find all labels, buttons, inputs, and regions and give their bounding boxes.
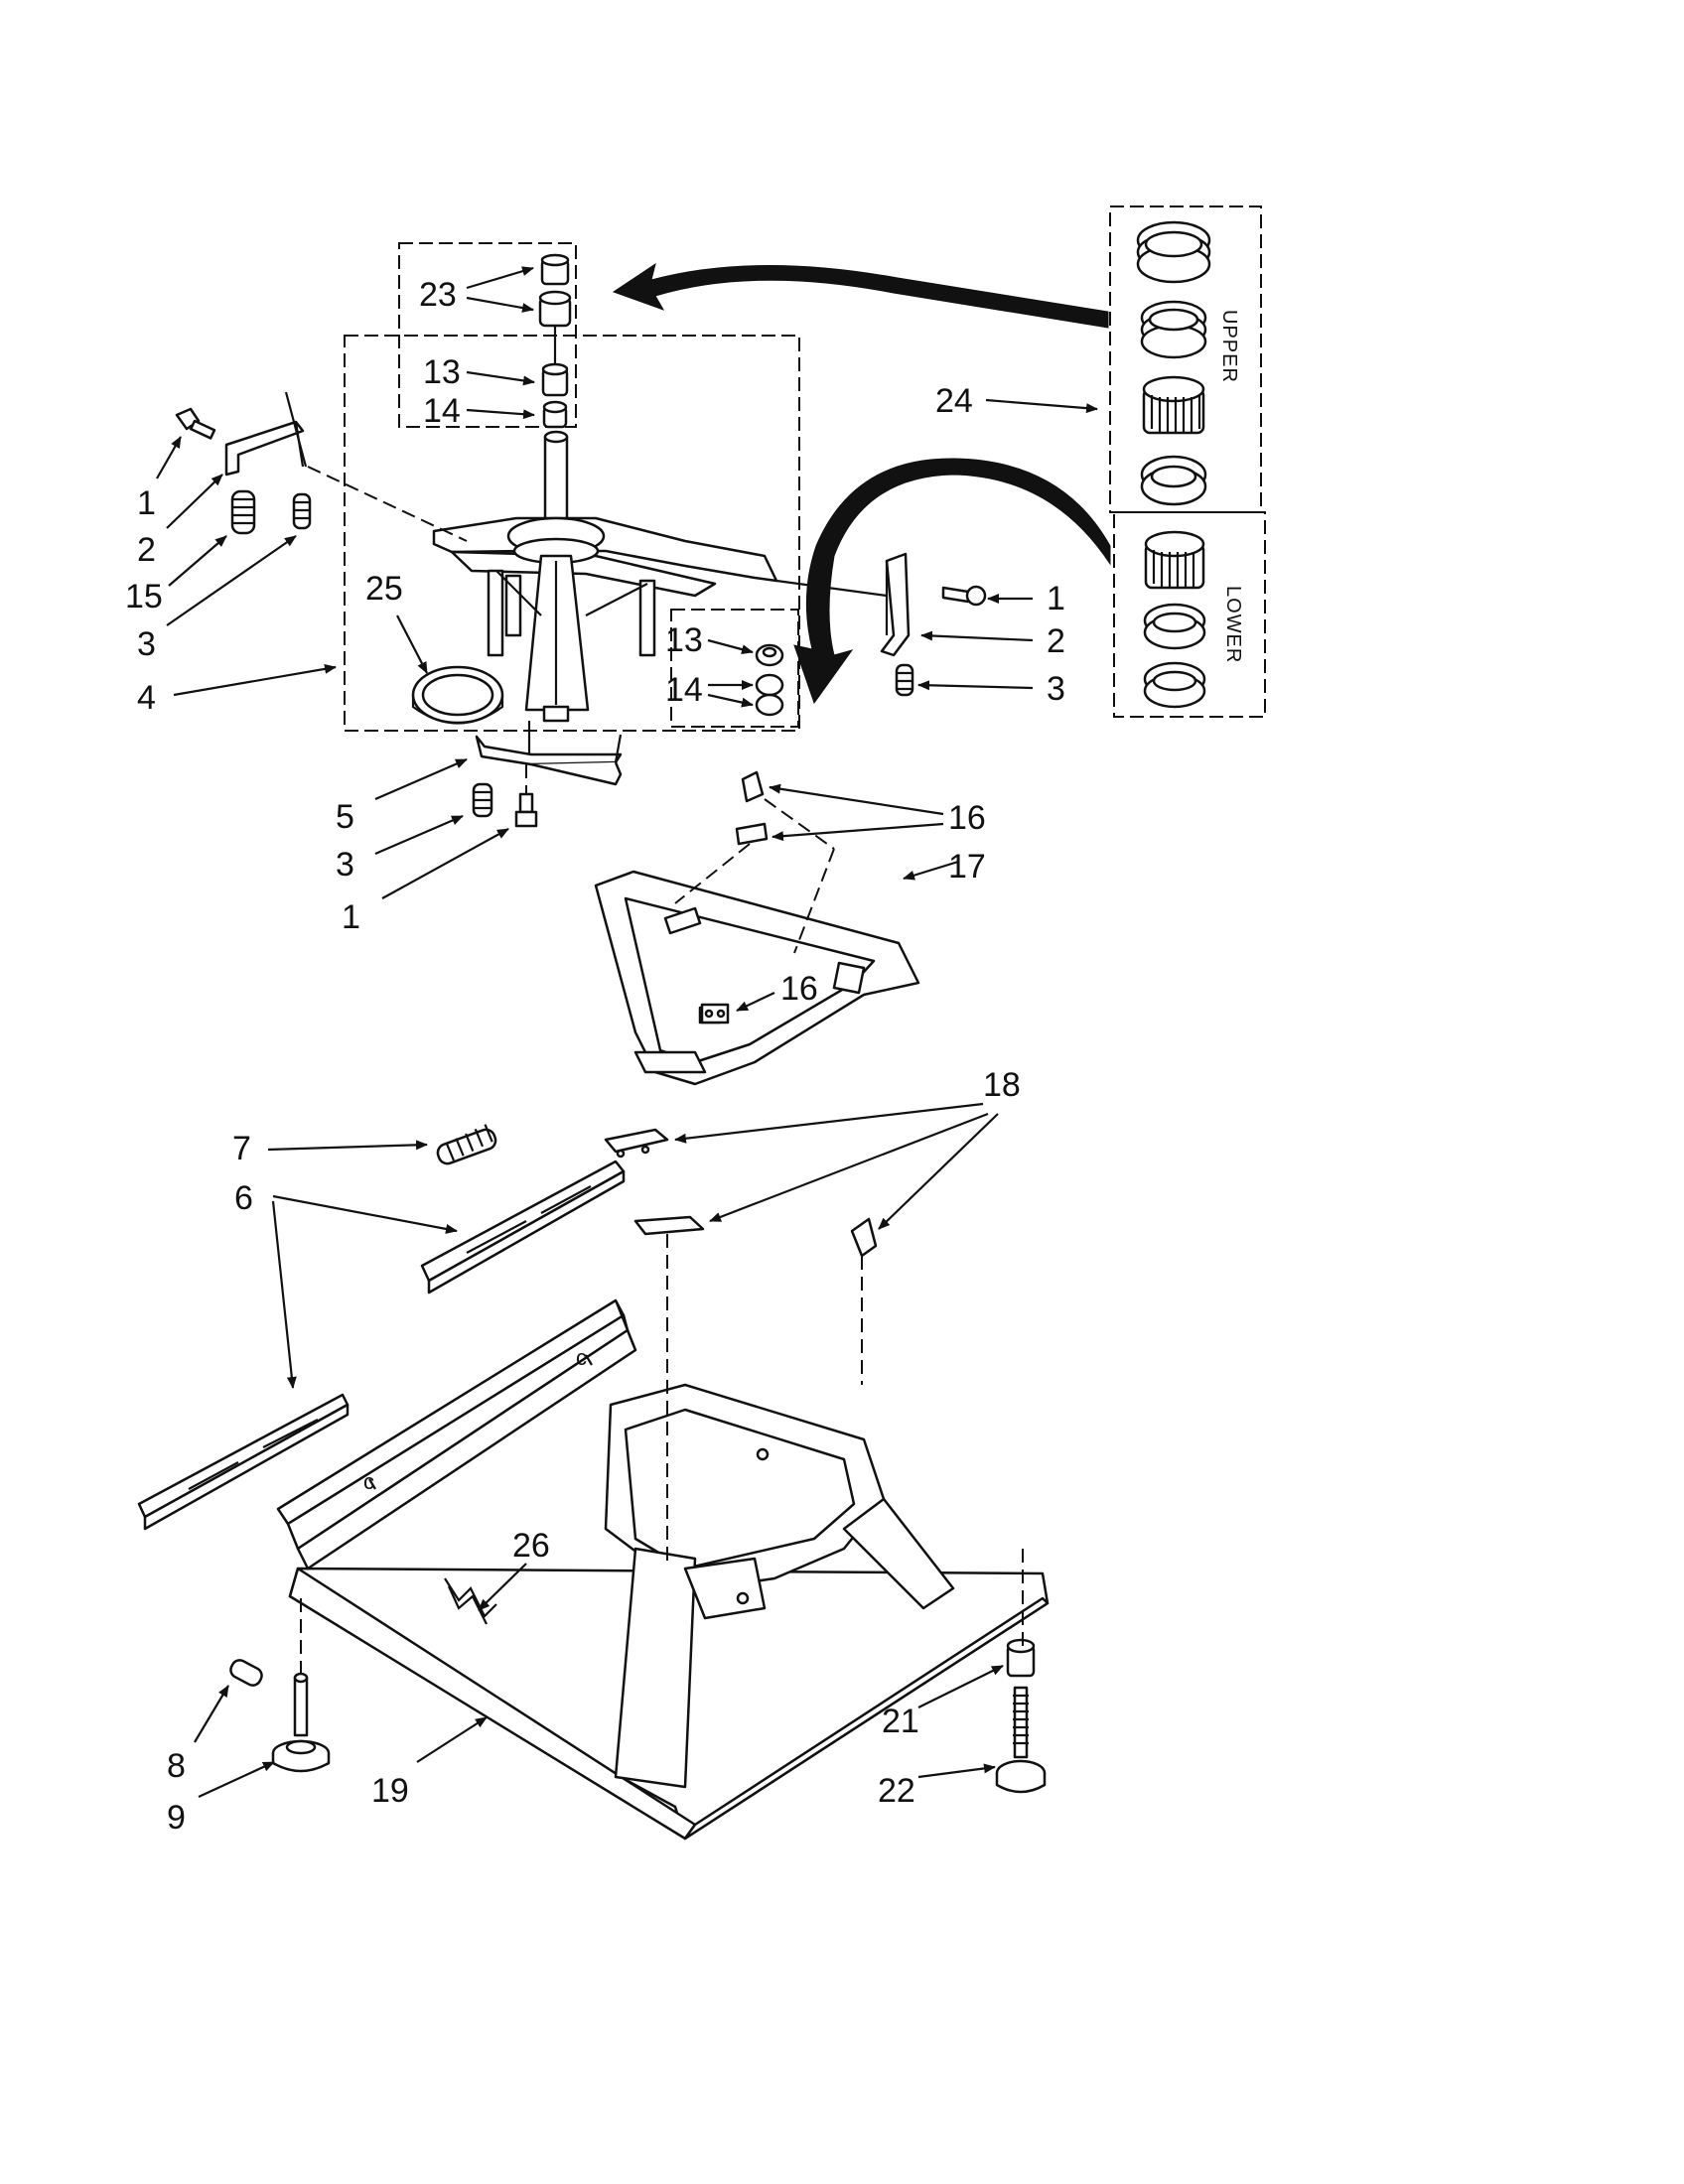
kit-box-lower — [1113, 511, 1266, 718]
callout-3-bottom: 3 — [336, 846, 354, 884]
kit-upper-ring-1 — [1136, 220, 1211, 284]
callout-23: 23 — [419, 276, 457, 314]
callout-2-right: 2 — [1047, 622, 1065, 660]
bushing-21 — [1006, 1638, 1036, 1678]
lower-bushing-detail-box — [670, 609, 799, 728]
callout-15: 15 — [125, 578, 163, 615]
callout-9: 9 — [167, 1799, 186, 1837]
kit-upper-washer — [1140, 455, 1207, 506]
callout-8: 8 — [167, 1747, 186, 1785]
lower-kit-arrow — [793, 458, 1111, 705]
callout-4: 4 — [137, 679, 156, 717]
callout-22: 22 — [878, 1772, 915, 1810]
spring-15 — [230, 489, 256, 535]
kit-lower-label: LOWER — [1222, 586, 1244, 663]
bolt-1-right — [941, 585, 987, 607]
callout-18: 18 — [983, 1066, 1021, 1104]
pad-18-right — [850, 1217, 878, 1258]
callout-26: 26 — [512, 1527, 550, 1565]
leader-lines — [156, 266, 1098, 1798]
leg-9 — [271, 1672, 331, 1773]
callout-3-right: 3 — [1047, 670, 1065, 708]
bushing-23-top — [540, 253, 570, 286]
kit-upper-gear — [1142, 375, 1205, 435]
callout-1-bottom: 1 — [342, 898, 360, 936]
bracket-5 — [475, 734, 623, 786]
clip-16-mid — [735, 822, 769, 846]
callout-5: 5 — [336, 798, 354, 836]
callout-17: 17 — [948, 848, 986, 886]
bushing-13-upper — [541, 362, 569, 397]
clip-16-bottom — [700, 1003, 730, 1024]
kit-lower-washer-1 — [1143, 603, 1206, 650]
callout-13-lower: 13 — [665, 621, 703, 659]
spring-3-right — [895, 663, 914, 697]
seal-25 — [411, 665, 504, 725]
callout-1-right: 1 — [1047, 580, 1065, 617]
kit-lower-gear — [1144, 530, 1205, 590]
bushing-13-lower — [755, 643, 784, 667]
callout-14-upper: 14 — [423, 392, 461, 430]
bushing-kit-24: UPPER LOWER — [1109, 205, 1266, 718]
callout-14-lower: 14 — [665, 671, 703, 709]
spring-7 — [436, 1124, 497, 1165]
kit-upper-label: UPPER — [1218, 310, 1240, 383]
callout-16-top: 16 — [948, 799, 986, 837]
bushing-14-lower-a — [755, 673, 784, 697]
pad-18-center — [633, 1215, 705, 1236]
base-frame-19: c c — [276, 1298, 1050, 1841]
bushing-14-lower-b — [755, 693, 784, 717]
upper-kit-arrow — [612, 262, 1109, 329]
spring-3-left — [292, 492, 312, 530]
bracket-2-left — [224, 391, 308, 477]
callout-19: 19 — [371, 1772, 409, 1810]
tripod-shaft — [543, 430, 569, 533]
callout-6: 6 — [234, 1179, 253, 1217]
callout-16-bottom: 16 — [780, 970, 818, 1008]
leg-22 — [995, 1686, 1047, 1794]
callout-3-left: 3 — [137, 625, 156, 663]
bolt-1-bottom — [514, 792, 538, 828]
rail-6-upper — [420, 1160, 626, 1295]
svg-text:c: c — [576, 1345, 587, 1370]
kit-box-upper — [1109, 205, 1262, 513]
pad-18-left — [604, 1128, 669, 1159]
tub-support-17 — [594, 870, 920, 1086]
callout-13-upper: 13 — [423, 353, 461, 391]
callout-2-left: 2 — [137, 531, 156, 569]
callout-1-left: 1 — [137, 484, 156, 522]
rail-6-lower — [137, 1393, 350, 1531]
callout-7: 7 — [232, 1130, 251, 1167]
tripod-frame — [432, 516, 778, 723]
kit-lower-washer-2 — [1143, 661, 1206, 709]
bracket-2-right — [880, 552, 911, 657]
svg-text:c: c — [363, 1469, 374, 1494]
kit-upper-ring-2 — [1140, 300, 1207, 359]
clip-16-top — [741, 770, 765, 803]
upper-assembly — [175, 242, 987, 828]
bushing-23-bottom — [538, 290, 572, 328]
cap-8 — [229, 1659, 263, 1687]
callout-24: 24 — [935, 382, 973, 420]
bushing-14-upper — [542, 400, 568, 429]
callout-25: 25 — [365, 570, 403, 608]
callout-labels: 23 13 14 24 1 2 15 3 25 4 1 2 3 13 14 5 … — [125, 276, 1065, 1837]
tripod-assembly-box — [344, 335, 800, 732]
spring-3-bottom — [472, 782, 493, 818]
bolt-1-left — [175, 407, 216, 440]
callout-21: 21 — [882, 1703, 919, 1740]
